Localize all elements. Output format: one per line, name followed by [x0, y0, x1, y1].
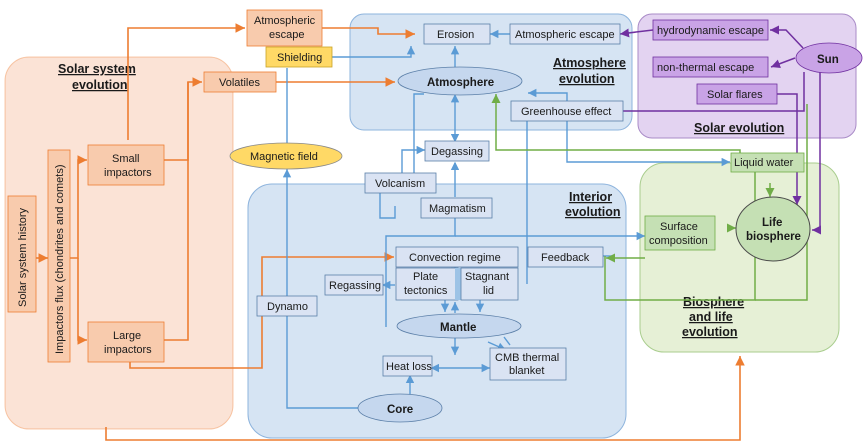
dynamo-box	[256, 295, 318, 317]
plate-tectonics-label-1: Plate	[413, 271, 438, 283]
large-impactors-label-1: Large	[113, 330, 141, 342]
atmospheric-escape-box	[509, 23, 621, 45]
small-impactors-label-2: impactors	[104, 167, 152, 179]
small-impactors-box	[87, 144, 165, 186]
mantle-label: Mantle	[440, 322, 476, 334]
surface-composition-box	[644, 215, 716, 251]
magnetic-field-label: Magnetic field	[250, 151, 318, 163]
magnetic-field-ellipse	[229, 142, 343, 170]
volatiles-box	[203, 71, 277, 93]
magmatism-label: Magmatism	[429, 203, 486, 215]
dynamo-label: Dynamo	[267, 301, 308, 313]
magmatism-box	[420, 197, 493, 219]
hydrodynamic-escape-label: hydrodynamic escape	[657, 25, 764, 37]
convection-regime-box	[395, 246, 519, 268]
degassing-box	[424, 140, 490, 162]
liquid-water-box	[730, 152, 805, 173]
orange-arrows	[36, 23, 745, 441]
atmosphere-title-2: evolution	[559, 72, 615, 86]
core-label: Core	[387, 404, 413, 416]
impactors-flux-box	[47, 149, 71, 363]
large-impactors-label-2: impactors	[104, 344, 152, 356]
atmospheric-escape-orange-label-2: escape	[269, 29, 304, 41]
volcanism-box	[364, 172, 437, 194]
heat-loss-label: Heat loss	[386, 361, 432, 373]
non-thermal-escape-label: non-thermal escape	[657, 62, 754, 74]
sun-ellipse	[795, 42, 863, 74]
hydrodynamic-escape-box	[652, 19, 769, 41]
region-solar-system	[4, 56, 234, 430]
sun-label: Sun	[817, 54, 839, 66]
greenhouse-effect-label: Greenhouse effect	[521, 106, 611, 118]
non-thermal-escape-box	[652, 56, 769, 78]
heat-loss-box	[382, 355, 433, 377]
solar-system-title-2: evolution	[72, 78, 128, 92]
plate-tectonics-label-2: tectonics	[404, 285, 448, 297]
plate-stagnant-divider	[455, 268, 463, 300]
atmosphere-ellipse	[397, 66, 523, 96]
feedback-label: Feedback	[541, 252, 590, 264]
stagnant-lid-label-2: lid	[483, 285, 494, 297]
biosphere-title-2: and life	[689, 310, 733, 324]
plate-tectonics-box	[395, 267, 459, 301]
shielding-label: Shielding	[277, 52, 322, 64]
atmosphere-label: Atmosphere	[427, 77, 494, 89]
life-biosphere-label-2: biosphere	[746, 231, 801, 243]
life-biosphere-label-1: Life	[762, 217, 782, 229]
blue-arrows	[282, 29, 741, 409]
mantle-ellipse	[396, 313, 522, 339]
life-biosphere-ellipse	[735, 196, 811, 262]
cmb-thermal-blanket-label-1: CMB thermal	[495, 352, 559, 364]
atmospheric-escape-label: Atmospheric escape	[515, 29, 615, 41]
interior-title-1: Interior	[569, 190, 612, 204]
stagnant-lid-label-1: Stagnant	[465, 271, 509, 283]
large-impactors-box	[87, 321, 165, 363]
greenhouse-effect-box	[510, 100, 624, 122]
surface-composition-label-1: Surface	[660, 221, 698, 233]
feedback-box	[527, 246, 604, 268]
liquid-water-label: Liquid water	[734, 157, 794, 169]
solar-system-history-box	[7, 195, 37, 313]
atmospheric-escape-orange-label-1: Atmospheric	[254, 15, 316, 27]
solar-flares-box	[696, 83, 778, 105]
convection-regime-label: Convection regime	[409, 252, 501, 264]
degassing-label: Degassing	[431, 146, 483, 158]
core-ellipse	[357, 393, 443, 423]
impactors-flux-label: Impactors flux (chondrites and comets)	[54, 164, 66, 354]
solar-system-history-label: Solar system history	[17, 207, 29, 307]
biosphere-title-1: Biosphere	[683, 295, 744, 309]
shielding-box	[265, 46, 333, 68]
atmosphere-title-1: Atmosphere	[553, 56, 626, 70]
atmospheric-escape-orange-box	[246, 9, 323, 47]
surface-composition-label-2: composition	[649, 235, 708, 247]
volatiles-label: Volatiles	[219, 77, 260, 89]
erosion-label: Erosion	[437, 29, 474, 41]
volcanism-label: Volcanism	[375, 178, 425, 190]
region-biosphere	[639, 162, 840, 353]
solar-title: Solar evolution	[694, 121, 784, 135]
cmb-thermal-blanket-label-2: blanket	[509, 365, 544, 377]
regassing-box	[324, 274, 384, 296]
cmb-thermal-blanket-box	[489, 347, 567, 381]
biosphere-title-3: evolution	[682, 325, 738, 339]
erosion-box	[423, 23, 491, 45]
solar-flares-label: Solar flares	[707, 89, 763, 101]
stagnant-lid-box	[460, 267, 519, 301]
solar-system-title-1: Solar system	[58, 62, 136, 76]
regassing-label: Regassing	[329, 280, 381, 292]
small-impactors-label-1: Small	[112, 153, 140, 165]
interior-title-2: evolution	[565, 205, 621, 219]
